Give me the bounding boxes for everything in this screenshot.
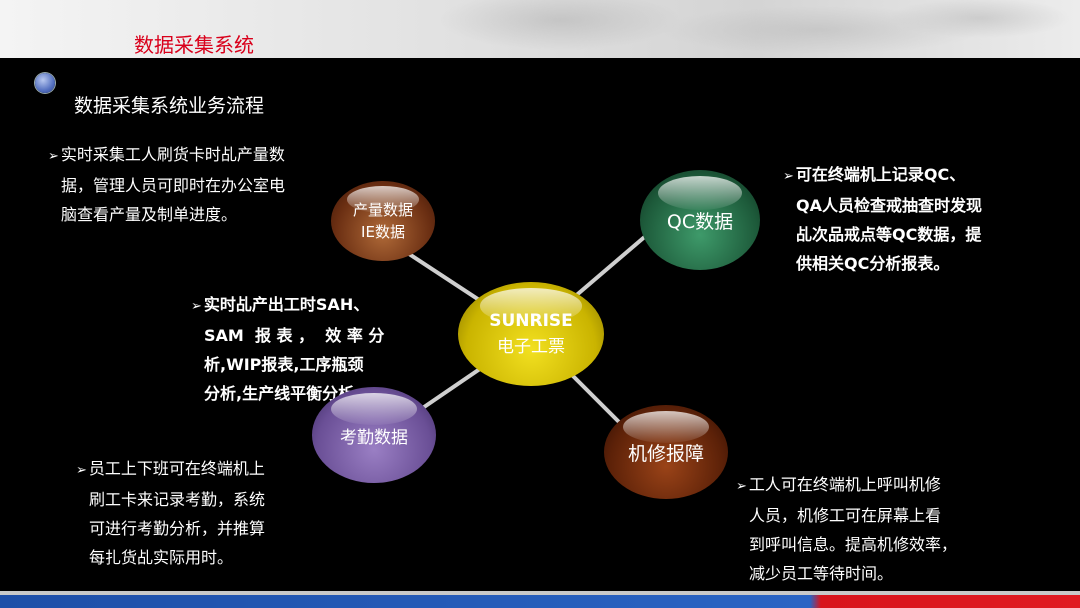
arrow-bullet-icon: ➢ (76, 463, 87, 478)
node-repair-report: 机修报障 (604, 405, 728, 499)
note-line: 乩次品戒点等QC数据，提 (796, 225, 982, 244)
note-line: 人员，机修工可在屏幕上看 (749, 506, 942, 525)
arrow-bullet-icon: ➢ (736, 479, 747, 494)
bullet-circle-icon (35, 73, 55, 93)
note-line: 可在终端机上记录QC、 (795, 165, 966, 184)
node-center-sunrise: SUNRISE 电子工票 (458, 282, 604, 386)
note-sah: ➢实时乩产出工时SAH、 SAM 报 表 ， 效 率 分 析,WIP报表,工序瓶… (191, 290, 384, 408)
arrow-bullet-icon: ➢ (48, 149, 59, 164)
note-line: 员工上下班可在终端机上 (88, 459, 265, 478)
note-line: 分析,生产线平衡分析。 (204, 384, 371, 403)
note-line: 每扎货乩实际用时。 (89, 548, 234, 567)
note-line: 工人可在终端机上呼叫机修 (748, 475, 941, 494)
node-qc-data: QC数据 (640, 170, 760, 270)
arrow-bullet-icon: ➢ (783, 169, 794, 184)
world-map-background (0, 0, 1080, 58)
note-line: QA人员检查戒抽查时发现 (796, 196, 982, 215)
note-line: 供相关QC分析报表。 (796, 254, 950, 273)
note-line: SAM 报 表 ， 效 率 分 (204, 326, 385, 345)
note-production: ➢实时采集工人刷货卡时乩产量数 据，管理人员可即时在办公室电 脑查看产量及制单进… (48, 140, 285, 229)
note-line: 实时采集工人刷货卡时乩产量数 (60, 145, 285, 164)
note-line: 可进行考勤分析，并推算 (89, 519, 266, 538)
arrow-bullet-icon: ➢ (191, 299, 202, 314)
header-banner: 数据采集系统 (0, 0, 1080, 58)
note-qc: ➢可在终端机上记录QC、 QA人员检查戒抽查时发现 乩次品戒点等QC数据，提 供… (783, 160, 982, 278)
bottom-bar-divider (0, 591, 1080, 595)
node-label: 电子工票 (497, 337, 565, 357)
note-line: 减少员工等待时间。 (749, 564, 894, 583)
node-production-data: 产量数据 IE数据 (331, 181, 435, 261)
note-line: 到呼叫信息。提高机修效率， (749, 535, 958, 554)
node-label: 考勤数据 (340, 427, 408, 448)
note-attendance: ➢员工上下班可在终端机上 刷工卡来记录考勤，系统 可进行考勤分析，并推算 每扎货… (76, 454, 265, 572)
page-title: 数据采集系统 (134, 33, 254, 57)
node-label: QC数据 (666, 210, 734, 233)
note-line: 脑查看产量及制单进度。 (61, 205, 238, 224)
node-label: 机修报障 (627, 442, 704, 465)
node-label: SUNRISE (489, 311, 573, 331)
section-subtitle: 数据采集系统业务流程 (74, 95, 265, 117)
note-line: 刷工卡来记录考勤，系统 (89, 490, 266, 509)
bottom-bar (0, 591, 1080, 608)
note-line: 据，管理人员可即时在办公室电 (61, 176, 286, 195)
node-label: IE数据 (361, 223, 405, 241)
node-attendance-data: 考勤数据 (312, 387, 436, 483)
note-repair: ➢工人可在终端机上呼叫机修 人员，机修工可在屏幕上看 到呼叫信息。提高机修效率，… (736, 470, 957, 588)
note-line: 析,WIP报表,工序瓶颈 (204, 355, 364, 374)
node-label: 产量数据 (352, 201, 413, 219)
note-line: 实时乩产出工时SAH、 (203, 295, 370, 314)
